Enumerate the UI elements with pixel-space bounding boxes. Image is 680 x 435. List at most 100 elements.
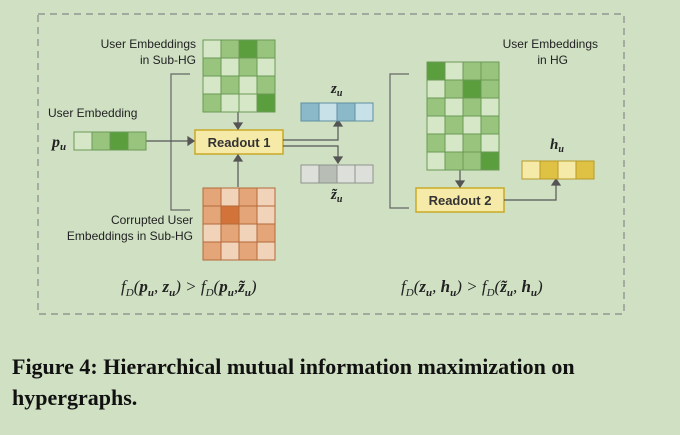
user-embedding-vector-cell [127,131,147,151]
corrupted-embeddings-cell [238,223,258,243]
sub-hg-embeddings-cell [202,93,222,113]
h-u-vector-cell [557,160,577,180]
z-tilde-vector [300,164,374,184]
hg-embeddings-cell [444,97,464,117]
sub-hg-embeddings-cell [202,39,222,59]
corrupted-embeddings-cell [202,223,222,243]
h-u-vector-cell [575,160,595,180]
readout-1-label: Readout 1 [208,135,271,150]
z-u-vector-cell [300,102,320,122]
z-tilde-vector-cell [336,164,356,184]
hg-embeddings-cell [426,151,446,171]
hg-embeddings-cell [462,115,482,135]
hg-embeddings-cell [480,151,500,171]
sub-hg-embeddings-cell [256,57,276,77]
hg-embeddings [426,61,500,171]
hg-embeddings-cell [426,115,446,135]
sub-hg-embeddings-cell [220,93,240,113]
arrowhead [550,177,562,186]
hg-embeddings-cell [462,133,482,153]
label-z-tilde-u: z̃u [330,187,343,205]
hg-embeddings-cell [426,133,446,153]
hg-embeddings-cell [480,61,500,81]
label-p-u: pu [50,134,66,153]
z-tilde-vector-cell [354,164,374,184]
corrupted-embeddings-cell [256,223,276,243]
hg-embeddings-cell [480,115,500,135]
sub-hg-embeddings-cell [238,93,258,113]
sub-hg-embeddings-cell [256,39,276,59]
hg-embeddings-cell [480,133,500,153]
embedding-cells [73,39,595,261]
corrupted-embeddings-cell [220,205,240,225]
corrupted-embeddings-cell [220,223,240,243]
sub-hg-embeddings-cell [220,39,240,59]
dashed-frame [37,13,625,315]
corrupted-embeddings-cell [256,205,276,225]
label-user-embedding: User Embedding [48,106,137,120]
sub-hg-embeddings-cell [238,75,258,95]
hg-embeddings-cell [444,133,464,153]
corrupted-embeddings-cell [202,205,222,225]
sub-hg-embeddings [202,39,276,113]
hg-embeddings-cell [480,79,500,99]
label-corrupted-2: Embeddings in Sub-HG [67,229,193,243]
bracket-right [389,73,409,209]
hg-embeddings-cell [462,79,482,99]
user-embedding-vector-cell [91,131,111,151]
sub-hg-embeddings-cell [220,57,240,77]
user-embedding-vector-cell [109,131,129,151]
bracket-left [170,73,190,211]
corrupted-embeddings-cell [256,187,276,207]
corrupted-embeddings-cell [202,241,222,261]
label-corrupted-1: Corrupted User [111,213,193,227]
sub-hg-embeddings-cell [238,57,258,77]
hg-embeddings-cell [426,61,446,81]
user-embedding-vector [73,131,147,151]
hg-embeddings-cell [462,151,482,171]
arrowhead [232,153,244,162]
hg-embeddings-cell [462,97,482,117]
label-user-embeddings-hg-2: in HG [537,53,568,67]
label-h-u: hu [550,137,564,155]
h-u-vector-cell [521,160,541,180]
arrowhead [332,118,344,127]
hg-embeddings-cell [462,61,482,81]
label-user-embeddings-sub-hg-2: in Sub-HG [140,53,196,67]
figure-caption: Figure 4: Hierarchical mutual informatio… [12,354,575,410]
corrupted-embeddings-cell [220,241,240,261]
h-u-vector-cell [539,160,559,180]
z-tilde-vector-cell [318,164,338,184]
sub-hg-embeddings-cell [202,75,222,95]
arrow-readout1-to-ztilde [283,145,339,158]
sub-hg-embeddings-cell [220,75,240,95]
z-u-vector-cell [336,102,356,122]
z-u-vector-cell [354,102,374,122]
z-tilde-vector-cell [300,164,320,184]
arrow-readout2-to-hu [504,184,557,201]
corrupted-embeddings-cell [256,241,276,261]
z-u-vector [300,102,374,122]
corrupted-embeddings-cell [238,241,258,261]
arrowhead [332,156,344,165]
corrupted-embeddings-cell [238,205,258,225]
hg-embeddings-cell [426,97,446,117]
label-z-u: zu [330,81,343,99]
hg-embeddings-cell [444,151,464,171]
formula-left: fD(pu, zu) > fD(pu,z̃u) [121,277,257,299]
h-u-vector [521,160,595,180]
user-embedding-vector-cell [73,131,93,151]
arrowhead [187,135,196,147]
arrowhead [454,180,466,189]
arrowhead [232,122,244,131]
hg-embeddings-cell [444,61,464,81]
z-u-vector-cell [318,102,338,122]
corrupted-embeddings-cell [202,187,222,207]
hg-embeddings-cell [426,79,446,99]
sub-hg-embeddings-cell [256,75,276,95]
sub-hg-embeddings-cell [238,39,258,59]
hg-embeddings-cell [444,79,464,99]
hg-embeddings-cell [444,115,464,135]
arrow-readout1-to-zu [283,125,339,141]
label-user-embeddings-hg-1: User Embeddings [503,37,598,51]
